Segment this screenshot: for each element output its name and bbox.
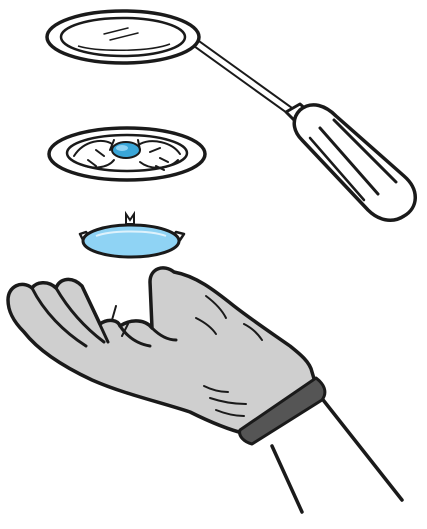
- lens-icon: [80, 214, 184, 257]
- screwdriver-icon: [186, 36, 415, 220]
- gloved-hand-icon: [8, 268, 402, 512]
- lamp-housing-icon: [49, 128, 205, 180]
- cover-disc-icon: [47, 11, 199, 63]
